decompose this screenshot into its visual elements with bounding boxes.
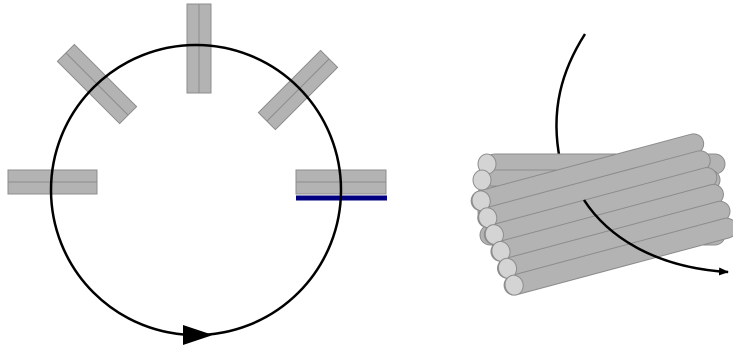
incoming-path: [555, 33, 587, 161]
outgoing-path: [582, 199, 729, 276]
right-panel: [470, 33, 733, 296]
rod-upper-right: [257, 49, 339, 131]
circle-arrow-icon: [183, 325, 213, 345]
left-panel: [7, 3, 387, 345]
rod-top: [186, 3, 212, 94]
rod-stack-front: [470, 133, 733, 296]
